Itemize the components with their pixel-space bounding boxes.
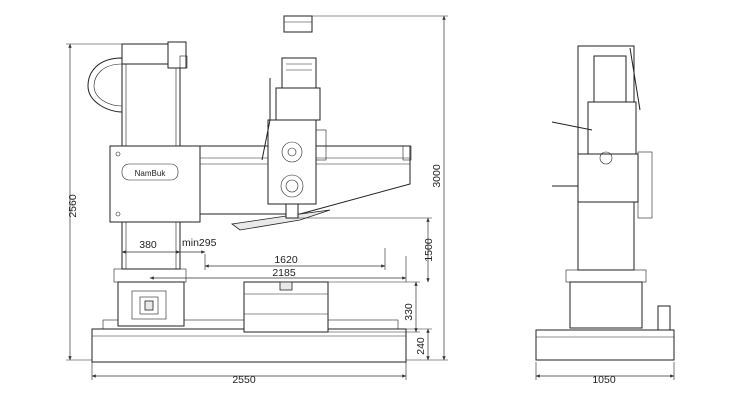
dim-column-offset: 380 bbox=[139, 239, 157, 251]
dim-min-reach: min295 bbox=[182, 237, 217, 249]
side-base bbox=[535, 329, 675, 361]
side-view bbox=[535, 45, 675, 361]
arm-sleeve bbox=[109, 145, 201, 223]
dim-base-width: 1050 bbox=[592, 374, 616, 386]
dim-total-height: 2560 bbox=[67, 194, 79, 218]
coolant-pump bbox=[657, 305, 671, 331]
spindle-motor bbox=[281, 57, 317, 89]
dim-arm-travel: 1620 bbox=[274, 254, 298, 266]
brand-plate-text: NamBuk bbox=[135, 169, 167, 178]
max-height-marker bbox=[283, 15, 313, 33]
spindle bbox=[285, 203, 299, 219]
elevation-motor bbox=[87, 57, 123, 113]
side-pedestal bbox=[569, 281, 643, 329]
dim-spindle-to-base: 1500 bbox=[423, 238, 435, 262]
dimension-lines: 2560 3000 1500 330 240 380 min295 1620 bbox=[66, 15, 675, 386]
front-view: NamBuk bbox=[87, 15, 412, 363]
dim-max-reach: 2185 bbox=[272, 267, 296, 279]
dim-base-height: 240 bbox=[415, 337, 427, 355]
dim-table-height: 330 bbox=[403, 303, 415, 321]
dim-base-length: 2550 bbox=[232, 374, 256, 386]
machine-base bbox=[91, 328, 407, 363]
side-drill-head bbox=[577, 153, 639, 203]
dim-max-height: 3000 bbox=[431, 164, 443, 188]
